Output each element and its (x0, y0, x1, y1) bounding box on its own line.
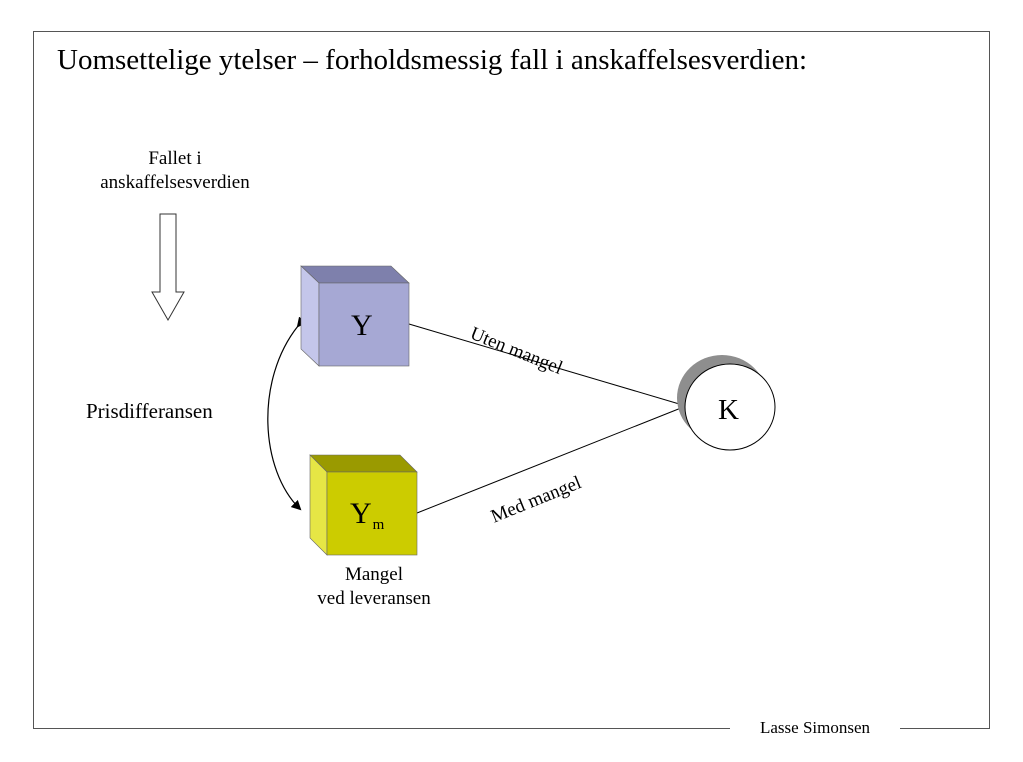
box-ym-label: Ym (350, 497, 384, 542)
fall-label-line-2: anskaffelsesverdien (100, 172, 250, 193)
line-med-mangel (416, 405, 687, 514)
box-ym-main: Y (350, 497, 372, 530)
circle-k (677, 355, 776, 451)
pris-curved-arrow (267, 316, 307, 511)
slide-frame-right (989, 31, 990, 729)
slide-frame-bottom (33, 728, 990, 729)
box-ym (309, 454, 418, 556)
line-uten-mangel (408, 323, 687, 407)
mangel-label: Mangel ved leveransen (284, 563, 464, 611)
down-arrow-icon (151, 213, 185, 322)
box-y (300, 265, 410, 367)
footer-author: Lasse Simonsen (730, 718, 900, 738)
box-ym-subscript: m (372, 517, 385, 533)
fall-label: Fallet i anskaffelsesverdien (70, 147, 280, 195)
mangel-label-line-1: Mangel (344, 564, 404, 585)
mangel-label-line-2: ved leveransen (317, 588, 431, 609)
pris-label: Prisdifferansen (86, 399, 213, 423)
slide-frame-left (33, 31, 34, 729)
circle-k-label: K (718, 394, 739, 426)
slide-frame-top (33, 31, 990, 32)
box-y-label: Y (351, 309, 373, 342)
slide-title: Uomsettelige ytelser – forholdsmessig fa… (57, 44, 808, 76)
fall-label-line-1: Fallet i (148, 148, 202, 169)
